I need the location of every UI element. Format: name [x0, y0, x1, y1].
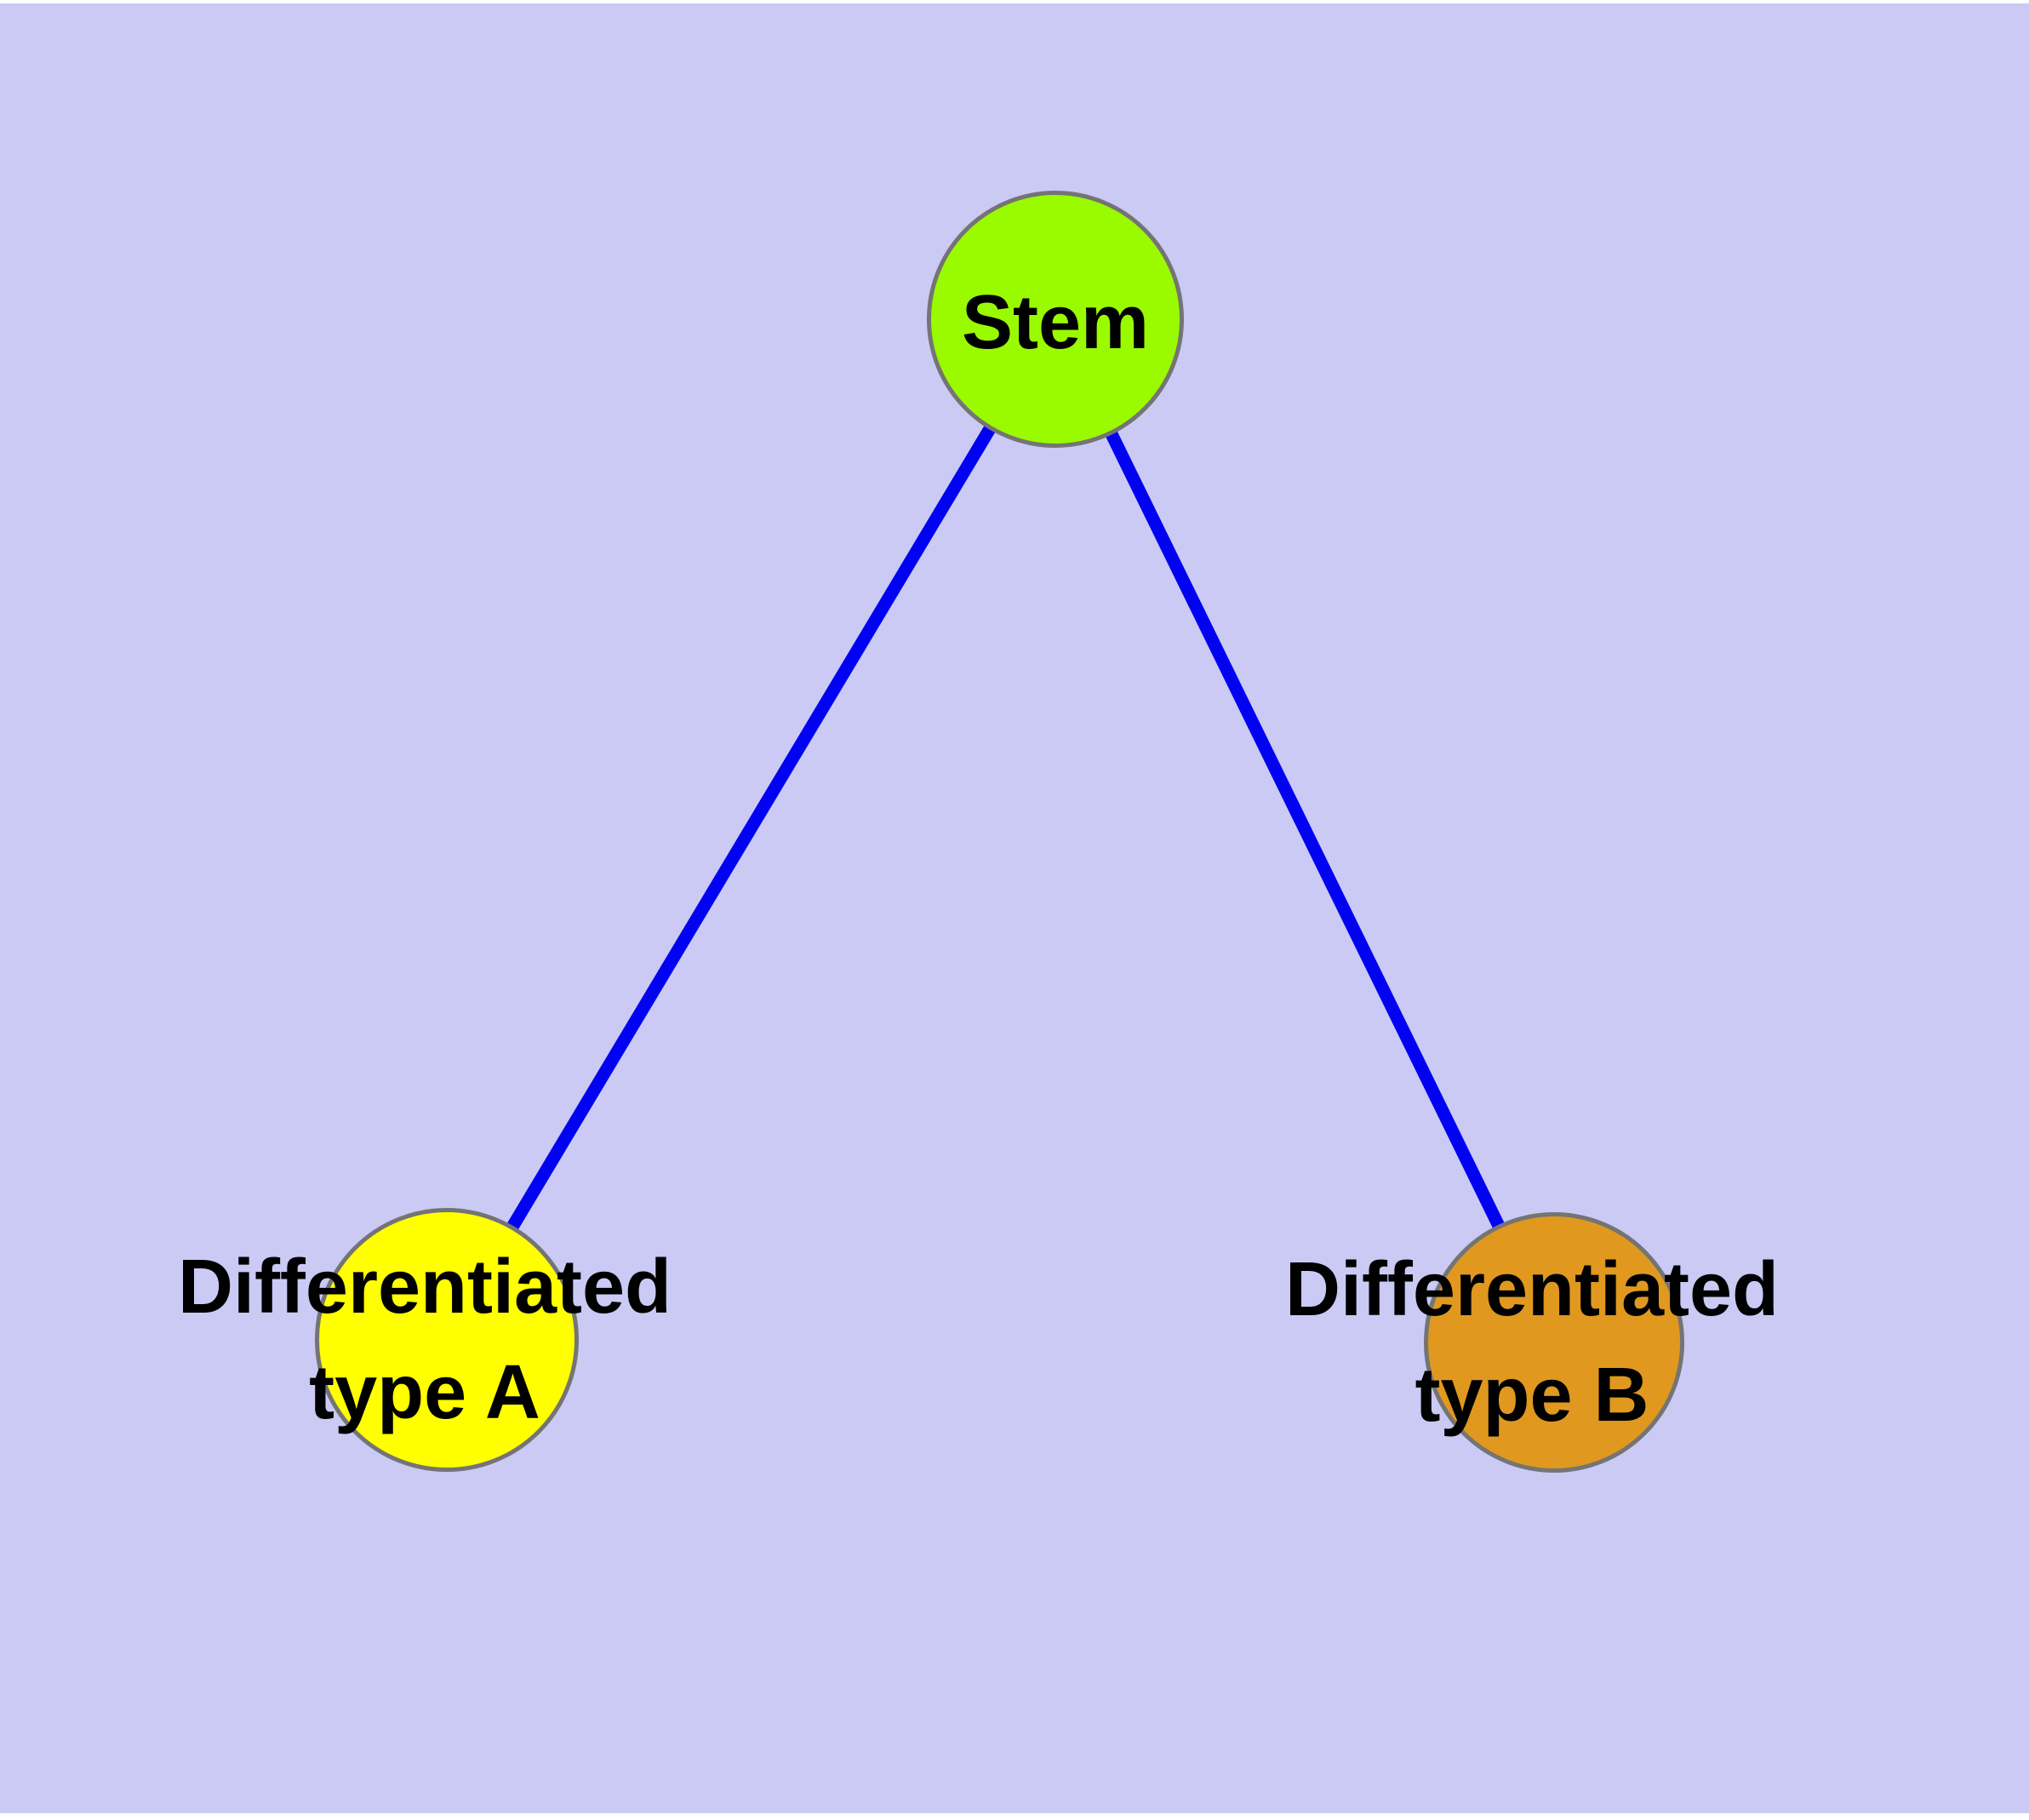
node-stem-circle — [927, 191, 1184, 448]
node-differentiated-type-b-circle — [1424, 1212, 1684, 1473]
node-differentiated-type-a-circle — [315, 1208, 579, 1472]
edges-layer — [441, 316, 1560, 1342]
edge-stem-to-type-a — [441, 316, 1061, 1340]
diagram-canvas: Stem Differentiated type A Differentiate… — [0, 3, 2029, 1813]
edge-stem-to-type-b — [1049, 316, 1560, 1342]
